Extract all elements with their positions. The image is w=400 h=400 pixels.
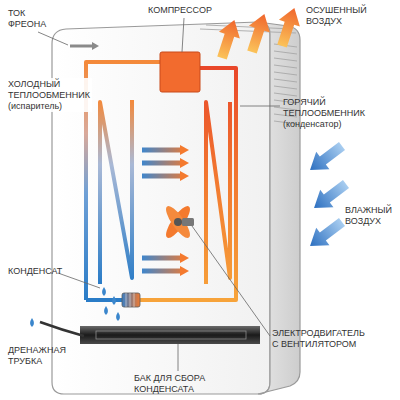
compressor bbox=[160, 52, 200, 92]
hot-heat-exchanger bbox=[206, 102, 230, 284]
cold-heat-exchanger bbox=[100, 100, 132, 284]
freon-flow-arrow bbox=[70, 45, 92, 48]
freon-loop bbox=[86, 62, 236, 300]
freon-flow-arrow bbox=[70, 42, 99, 50]
humid-air-arrows bbox=[303, 137, 352, 255]
expansion-valve bbox=[122, 293, 140, 307]
internal-airflow-arrows bbox=[180, 171, 189, 181]
internal-airflow-arrows bbox=[180, 266, 189, 276]
condensate-tank bbox=[80, 326, 260, 344]
internal-airflow-arrows bbox=[180, 145, 189, 155]
freon-flow-arrow bbox=[92, 42, 99, 50]
fan-motor bbox=[182, 218, 194, 226]
fan-motor bbox=[174, 218, 182, 226]
housing-vents bbox=[274, 65, 297, 68]
unit-housing bbox=[258, 22, 300, 394]
fan-motor bbox=[162, 203, 194, 241]
housing-vents bbox=[274, 51, 297, 54]
leader-lines bbox=[192, 226, 270, 336]
leader-lines bbox=[38, 32, 68, 45]
leader-lines bbox=[58, 273, 100, 288]
housing-vents bbox=[274, 58, 297, 61]
callout-label: КОМПРЕССОР bbox=[148, 5, 212, 16]
leader-lines bbox=[240, 106, 280, 107]
condensate-drops bbox=[104, 306, 108, 315]
freon-loop bbox=[140, 68, 236, 300]
condensate-drops bbox=[116, 312, 120, 321]
condensate-drops bbox=[102, 287, 120, 321]
dry-air-arrows bbox=[272, 5, 305, 50]
drain-tube bbox=[30, 318, 84, 336]
freon-loop bbox=[86, 62, 160, 300]
internal-airflow-arrows bbox=[180, 253, 189, 263]
housing-vents bbox=[274, 93, 297, 96]
callout-label: ХОЛОДНЫЙ ТЕПЛООБМЕННИК (испаритель) bbox=[8, 78, 92, 112]
expansion-valve bbox=[122, 293, 140, 307]
fan-motor bbox=[162, 203, 194, 241]
leader-lines bbox=[182, 18, 184, 52]
humid-air-arrows bbox=[303, 213, 348, 255]
dry-air-arrows bbox=[242, 11, 275, 56]
callout-label: ТОК ФРЕОНА bbox=[8, 8, 46, 30]
cold-heat-exchanger bbox=[100, 100, 132, 284]
condensate-tank bbox=[80, 326, 260, 344]
condensate-drops bbox=[112, 296, 116, 305]
humid-air-arrows bbox=[303, 137, 348, 179]
callout-label: ЭЛЕКТРОДВИГАТЕЛЬ С ВЕНТИЛЯТОРОМ bbox=[272, 328, 365, 350]
callout-label: БАК ДЛЯ СБОРА КОНДЕНСАТА bbox=[134, 373, 230, 395]
dry-air-arrows bbox=[212, 5, 305, 62]
condensate-tank bbox=[96, 331, 246, 339]
fan-motor bbox=[162, 203, 194, 241]
callout-label: ВЛАЖНЫЙ ВОЗДУХ bbox=[345, 205, 392, 227]
drain-tube bbox=[40, 322, 84, 336]
expansion-valve bbox=[126, 293, 134, 307]
housing-vents bbox=[274, 79, 297, 82]
callout-label: ОСУШЕННЫЙ ВОЗДУХ bbox=[306, 5, 367, 27]
leader-lines bbox=[178, 344, 179, 371]
housing-vents bbox=[274, 72, 297, 75]
hot-heat-exchanger bbox=[206, 102, 230, 284]
compressor bbox=[160, 52, 200, 92]
callout-label: ДРЕНАЖНАЯ ТРУБКА bbox=[8, 345, 66, 367]
internal-airflow-arrows bbox=[180, 158, 189, 168]
housing-vents bbox=[274, 86, 297, 89]
callout-label: ГОРЯЧИЙ ТЕПЛООБМЕННИК (конденсатор) bbox=[283, 97, 365, 129]
leader-lines bbox=[38, 18, 280, 371]
callout-label: КОНДЕНСАТ bbox=[8, 266, 62, 277]
freon-loop bbox=[86, 298, 122, 302]
drain-tube bbox=[30, 318, 34, 327]
housing-vents bbox=[206, 25, 292, 29]
condensate-drops bbox=[102, 287, 106, 296]
dry-air-arrows bbox=[212, 17, 245, 62]
